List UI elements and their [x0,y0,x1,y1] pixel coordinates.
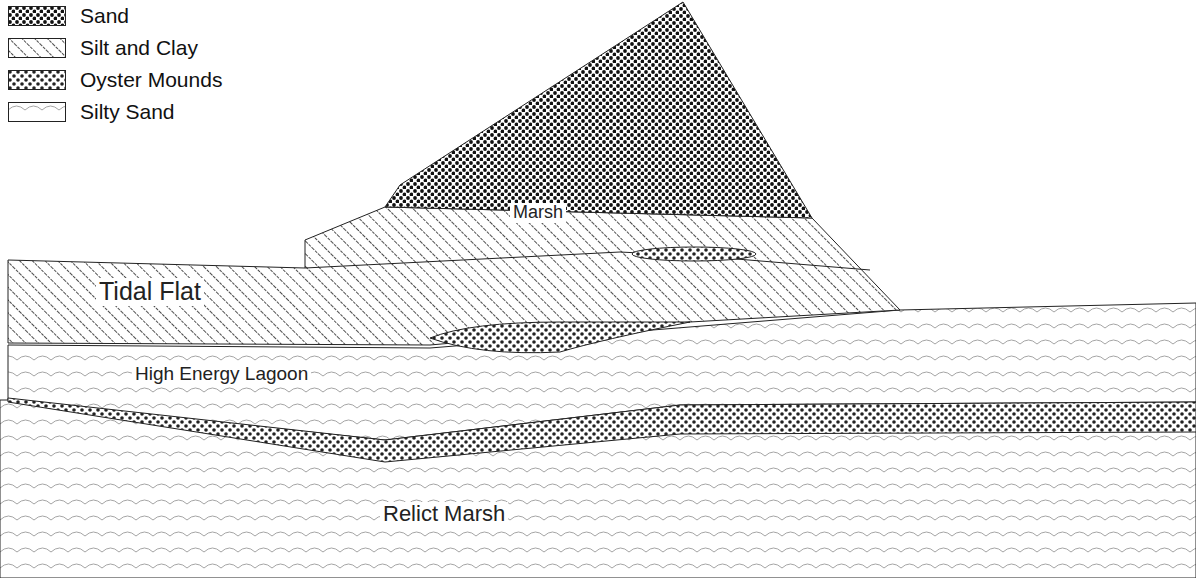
legend-swatch [8,70,66,90]
layer-label: Tidal Flat [96,278,204,306]
legend-text: Silty Sand [80,100,175,124]
legend-swatch [8,38,66,58]
legend-swatch [8,6,66,26]
legend-row: Sand [8,4,57,30]
layer-label: Relict Marsh [380,502,508,526]
legend-text: Silt and Clay [80,36,198,60]
legend-text: Oyster Mounds [80,68,222,92]
legend-row: Oyster Mounds [8,68,150,94]
layer-label: Marsh [510,203,566,223]
layer-label: High Energy Lagoon [132,364,311,385]
legend-swatch [8,102,66,122]
legend-row: Silt and Clay [8,36,126,62]
legend-row: Silty Sand [8,100,103,126]
legend-text: Sand [80,4,129,28]
